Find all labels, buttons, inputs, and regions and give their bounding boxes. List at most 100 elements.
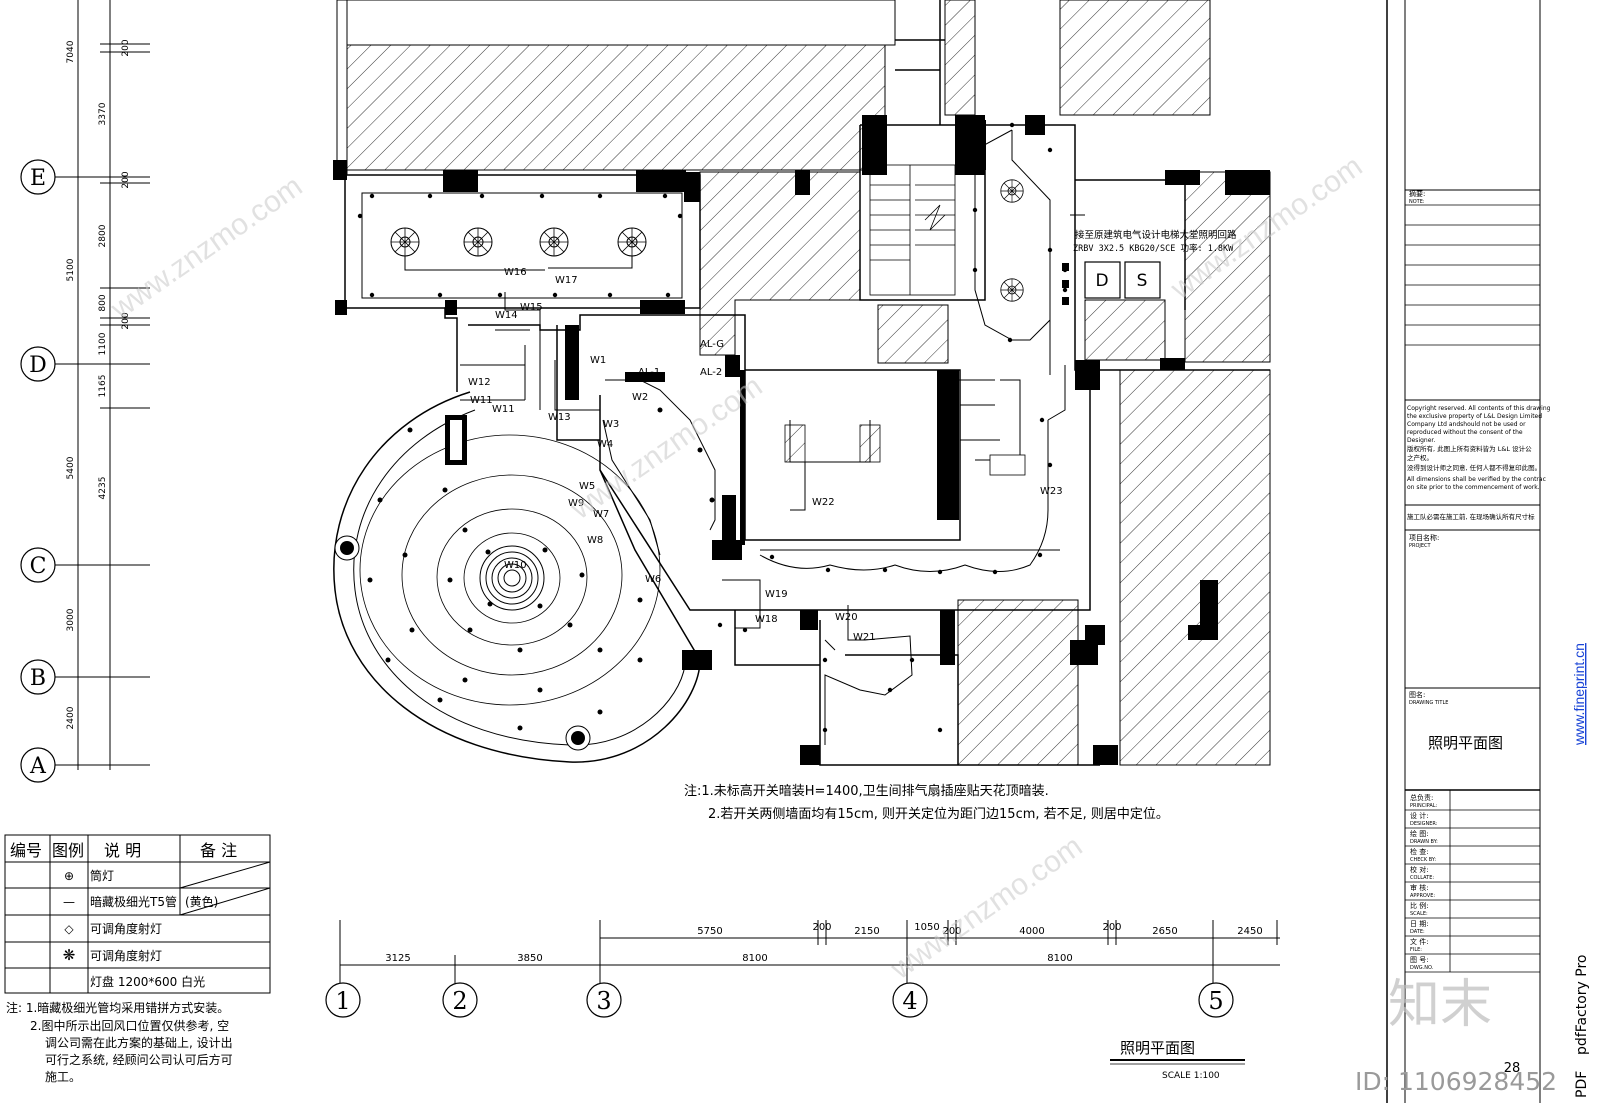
tb-copyright-2: the exclusive property of L&L Design Lim… — [1407, 413, 1542, 420]
dim-1050: 1050 — [914, 922, 939, 933]
circular-hall — [333, 391, 701, 763]
tb-row-principal-en: PRINCIPAL: — [1410, 803, 1438, 809]
dim-200-f: 200 — [1102, 922, 1121, 933]
dim-2450: 2450 — [1237, 926, 1262, 937]
wiring-lines — [460, 129, 1085, 745]
dim-200-e: 200 — [942, 926, 961, 937]
circuit-w8: W8 — [587, 535, 603, 546]
panel-al-1: AL-1 — [638, 367, 660, 378]
tb-row-dwgno-cn: 图 号: — [1410, 956, 1429, 964]
tb-copyright-3: Company Ltd andshould not be used or — [1407, 421, 1526, 428]
legend-note-5: 施工。 — [45, 1070, 81, 1084]
circuit-w3: W3 — [603, 419, 619, 430]
circuit-w1: W1 — [590, 355, 606, 366]
panel-d-label: D — [1095, 271, 1108, 291]
tb-row-file-en: FILE: — [1410, 947, 1422, 953]
stair — [869, 164, 956, 296]
left-dimension-text: 7040 5100 5400 3000 2400 200 3370 200 28… — [66, 39, 131, 729]
circuit-labels: W1 W2 W3 W4 W5 W6 W7 W8 W9 W10 W11 W11 W… — [468, 267, 1063, 643]
legend-symbol-4: ❋ — [63, 946, 76, 964]
legend-desc-5: 灯盘 1200*600 白光 — [90, 974, 205, 989]
tb-row-dwgno-en: DWG.NO. — [1410, 965, 1434, 971]
legend-header-remark: 备 注 — [200, 841, 237, 860]
tb-row-designer-cn: 设 计: — [1410, 811, 1429, 820]
panel-s-label: S — [1137, 271, 1148, 291]
tb-row-designer-en: DESIGNER: — [1410, 821, 1438, 827]
dim-1100: 1100 — [98, 332, 108, 355]
tb-note-cn: 摘要: — [1409, 189, 1425, 198]
note-line-2: 2.若开关两侧墙面均有15cm, 则开关定位为距门边15cm, 若不足, 则居中… — [708, 806, 1169, 822]
dim-200-d: 200 — [812, 922, 831, 933]
tb-copyright-9: All dimensions shall be verified by the … — [1407, 476, 1546, 483]
tb-row-approve-en: APPROVE: — [1410, 893, 1435, 899]
legend-rows: ⊕ 筒灯 — 暗藏极细光T5管 (黄色) ◇ 可调角度射灯 ❋ 可调角度射灯 灯… — [63, 868, 219, 989]
legend-symbol-1: ⊕ — [64, 869, 74, 883]
pdf-label: PDF — [1574, 1071, 1590, 1098]
pdffactory-label: pdfFactory Pro — [1574, 954, 1590, 1055]
tb-row-drawn-cn: 绘 图: — [1410, 829, 1429, 838]
circuit-w4: W4 — [597, 439, 613, 450]
circuit-w9: W9 — [568, 498, 584, 509]
circuit-w6: W6 — [645, 574, 661, 585]
brand-watermark: 知末 — [1388, 976, 1492, 1034]
legend-note-1: 注: 1.暗藏极细光管均采用错拼方式安装。 — [6, 1000, 229, 1015]
legend-desc-2: 暗藏极细光T5管 — [90, 894, 177, 909]
title-block-text: 摘要: NOTE: Copyright reserved. All conten… — [1407, 189, 1551, 752]
legend-desc-4: 可调角度射灯 — [90, 948, 162, 963]
tb-row-principal-cn: 总负责: — [1410, 793, 1433, 802]
circuit-w20: W20 — [835, 612, 858, 623]
tb-row-drawn-en: DRAWN BY: — [1410, 839, 1438, 845]
panel-al-2: AL-2 — [700, 367, 722, 378]
tb-row-date-en: DATE: — [1410, 929, 1425, 935]
circle-columns — [334, 535, 591, 751]
id-label: ID: 1106928452 — [1355, 1067, 1557, 1096]
circuit-w11-a: W11 — [470, 395, 493, 406]
tb-row-scale-en: SCALE: — [1410, 911, 1428, 917]
dim-8100-b: 8100 — [1047, 953, 1072, 964]
legend-symbol-2: — — [63, 895, 75, 909]
lobby-spots — [1000, 179, 1024, 302]
structural-columns — [333, 115, 1270, 765]
circuit-w2: W2 — [632, 392, 648, 403]
col-label-3: 3 — [596, 987, 611, 1015]
circuit-w21: W21 — [853, 632, 876, 643]
bottom-dimension-text: 5750 200 2150 1050 200 4000 200 2650 245… — [385, 922, 1262, 964]
circuit-w19: W19 — [765, 589, 788, 600]
circuit-w5: W5 — [579, 481, 595, 492]
tb-row-scale-cn: 比 例: — [1410, 901, 1429, 910]
row-label-b: B — [30, 666, 46, 691]
tb-copyright-4: reproduced without the consent of the — [1407, 429, 1523, 436]
tb-row-collate-cn: 校 对: — [1410, 865, 1429, 874]
drawing-scale-text: SCALE 1:100 — [1162, 1071, 1220, 1081]
legend-remark-2: (黄色) — [185, 895, 218, 909]
dim-1165: 1165 — [98, 375, 108, 398]
legend-header-no: 编号 — [10, 841, 42, 860]
row-label-c: C — [30, 554, 47, 579]
dim-5750: 5750 — [697, 926, 722, 937]
tb-copyright-10: on site prior to the commencement of wor… — [1407, 484, 1540, 491]
tb-row-collate-en: COLLATE: — [1410, 875, 1434, 881]
dim-2150: 2150 — [854, 926, 879, 937]
legend-notes: 注: 1.暗藏极细光管均采用错拼方式安装。 2.图中所示出回风口位置仅供参考, … — [6, 1000, 233, 1084]
col-label-4: 4 — [902, 987, 917, 1015]
legend-symbol-3: ◇ — [64, 922, 74, 936]
dim-3000: 3000 — [66, 608, 76, 631]
dim-2800: 2800 — [98, 224, 108, 247]
left-dimension-chain — [55, 0, 150, 770]
dim-5100: 5100 — [66, 258, 76, 281]
title-block-rows: 总负责: PRINCIPAL: 设 计: DESIGNER: 绘 图: DRAW… — [1410, 793, 1520, 1076]
restroom-fixtures — [784, 394, 1026, 476]
dim-200-b: 200 — [121, 171, 131, 188]
row-label-e: E — [30, 166, 46, 191]
tb-site-note: 施工队必需在施工前, 在现场确认所有尺寸标 — [1407, 512, 1535, 521]
circuit-w7: W7 — [593, 509, 609, 520]
dim-3370: 3370 — [98, 102, 108, 125]
circuit-w13: W13 — [548, 412, 571, 423]
dim-200-a: 200 — [121, 39, 131, 56]
circuit-w12: W12 — [468, 377, 491, 388]
dim-800: 800 — [98, 294, 108, 311]
watermark-1: www.znzmo.com — [104, 170, 308, 327]
watermark-2: www.znzmo.com — [564, 370, 768, 527]
tb-note-en: NOTE: — [1409, 199, 1425, 205]
circuit-w18: W18 — [755, 614, 778, 625]
